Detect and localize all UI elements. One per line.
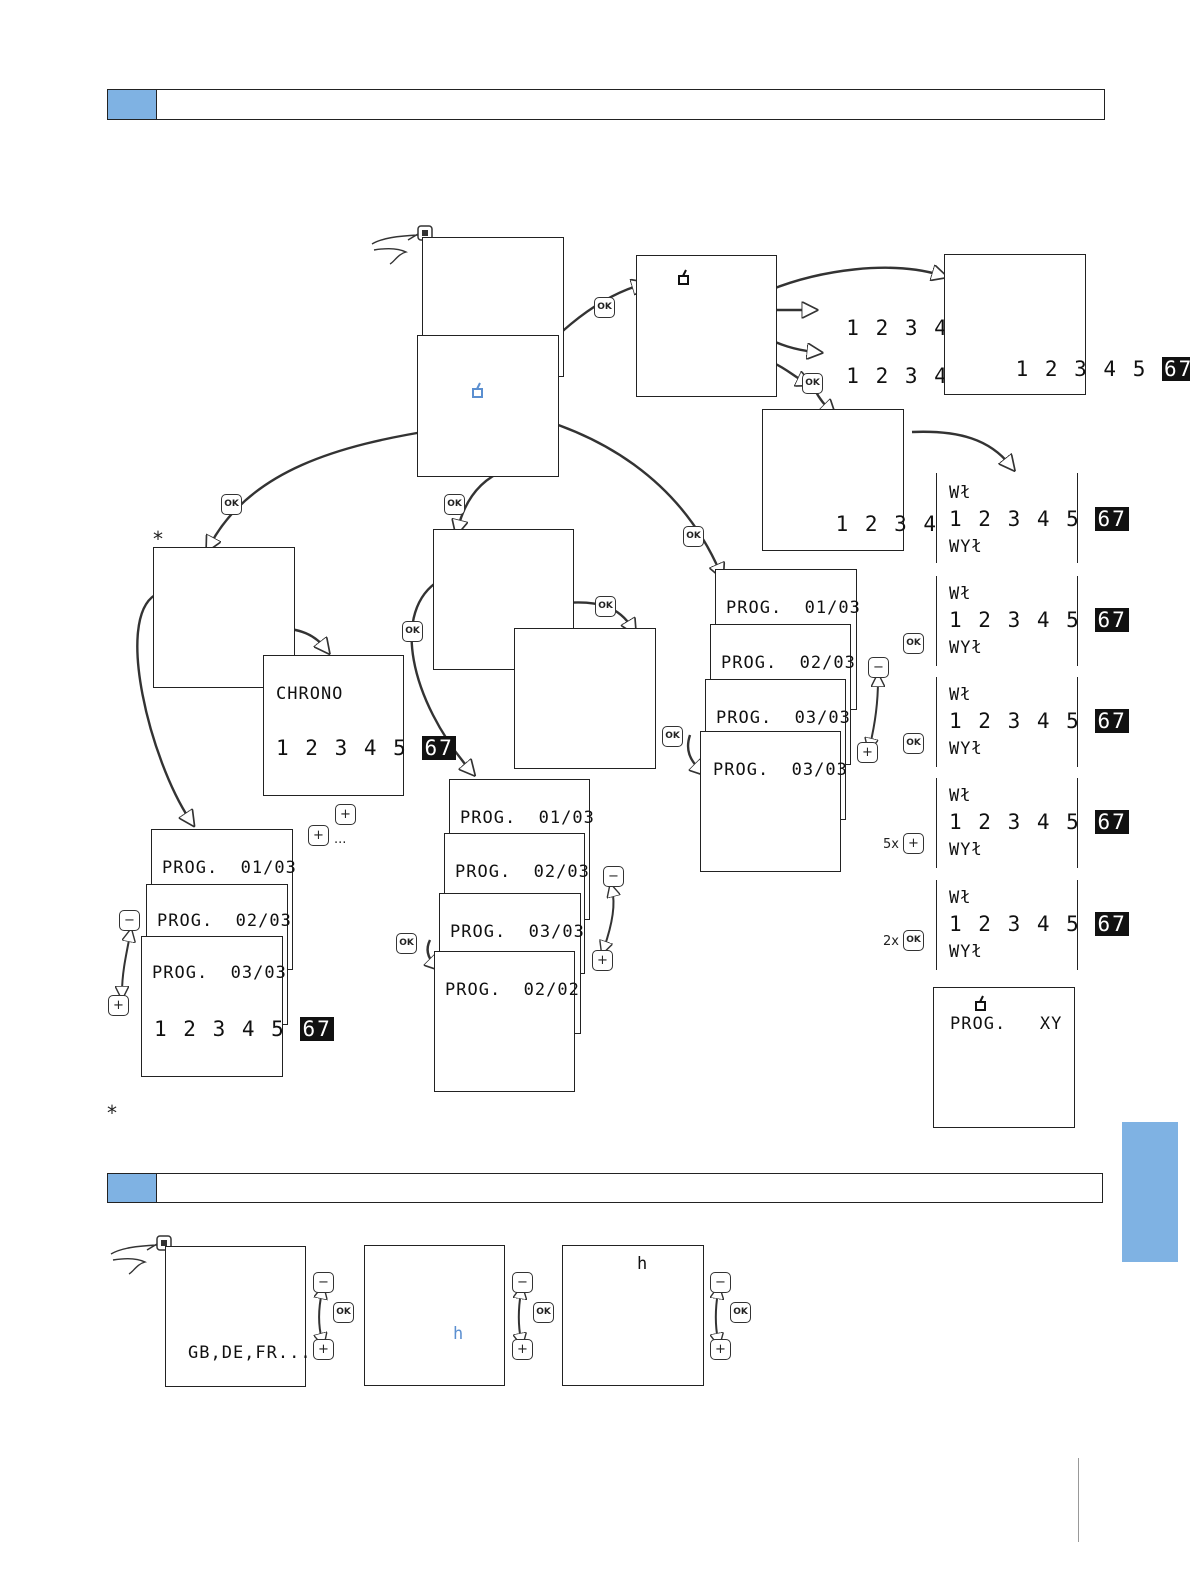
- screen-chrono: CHRONO 1 2 3 4 5 67: [263, 655, 456, 796]
- minus-button[interactable]: −: [119, 910, 140, 931]
- ok-button[interactable]: OK: [594, 297, 615, 318]
- ok-button[interactable]: OK: [730, 1302, 751, 1323]
- ok-button[interactable]: OK: [903, 733, 924, 754]
- antenna-icon: [975, 995, 986, 1011]
- plus-button[interactable]: +: [335, 804, 356, 825]
- antenna-icon: [678, 269, 689, 285]
- language-label: GB,DE,FR....: [188, 1343, 323, 1363]
- prog-label: PROG. 03/03: [152, 963, 287, 983]
- section-tab-1: [108, 90, 157, 119]
- prog-label: PROG. 01/03: [460, 808, 595, 828]
- plus-button[interactable]: +: [512, 1339, 533, 1360]
- ok-button[interactable]: OK: [683, 526, 704, 547]
- screen-prog-xy: PROG. XY: [933, 987, 1075, 1128]
- prog-label: PROG. 03/03: [716, 708, 851, 728]
- ok-button[interactable]: OK: [595, 596, 616, 617]
- off-label: WYł: [949, 638, 983, 658]
- on-label: Wł: [949, 483, 972, 503]
- plus-button[interactable]: +: [313, 1339, 334, 1360]
- screen-onoff-2: Wł 1 2 3 4 5 67 WYł: [936, 576, 1129, 666]
- prog-label: PROG. 03/03: [450, 922, 585, 942]
- on-label: Wł: [949, 584, 972, 604]
- prog-label: PROG. 02/03: [455, 862, 590, 882]
- page-margin-rule: [1078, 1458, 1079, 1542]
- ok-button[interactable]: OK: [533, 1302, 554, 1323]
- ok-button[interactable]: OK: [396, 933, 417, 954]
- prog-label: PROG. 02/02: [445, 980, 580, 1000]
- plus-button[interactable]: +: [710, 1339, 731, 1360]
- side-chapter-tab: [1122, 1122, 1178, 1262]
- screen-prog-stack-right-4: PROG. 03/03: [700, 731, 847, 872]
- prog-xy-label: PROG. XY: [950, 1014, 1063, 1034]
- plus-repeat-dots: ...: [334, 832, 347, 847]
- ok-button[interactable]: OK: [903, 930, 924, 951]
- ok-button[interactable]: OK: [903, 633, 924, 654]
- ok-button[interactable]: OK: [802, 373, 823, 394]
- days-row: 1 2 3 4 5 67: [949, 912, 1129, 936]
- hour-indicator: h: [637, 1254, 649, 1274]
- screen-main: [417, 335, 559, 477]
- minus-button[interactable]: −: [710, 1272, 731, 1293]
- plus-button[interactable]: +: [308, 825, 329, 846]
- chrono-label: CHRONO: [276, 684, 344, 704]
- screen-onoff-1: Wł 1 2 3 4 5 67 WYł: [936, 473, 1129, 563]
- minus-button[interactable]: −: [868, 657, 889, 678]
- screen-mode-middle-next: [514, 628, 656, 769]
- ok-button[interactable]: OK: [402, 621, 423, 642]
- off-label: WYł: [949, 942, 983, 962]
- screen-onoff-3: Wł 1 2 3 4 5 67 WYł: [936, 677, 1129, 767]
- prog-label: PROG. 02/03: [721, 653, 856, 673]
- off-label: WYł: [949, 739, 983, 759]
- footnote-star: *: [107, 1101, 117, 1125]
- ok-button[interactable]: OK: [662, 726, 683, 747]
- section-tab-2: [108, 1174, 157, 1202]
- days-row: 1 2 3 4 5 67: [949, 810, 1129, 834]
- prog-label: PROG. 01/03: [162, 858, 297, 878]
- minus-button[interactable]: −: [603, 866, 624, 887]
- screen-mode-select: [636, 255, 777, 397]
- screen-time-confirm: h: [562, 1245, 704, 1386]
- ok-button[interactable]: OK: [333, 1302, 354, 1323]
- off-label: WYł: [949, 537, 983, 557]
- ok-button[interactable]: OK: [444, 494, 465, 515]
- prog-label: PROG. 02/03: [157, 911, 292, 931]
- on-label: Wł: [949, 685, 972, 705]
- screen-time-set: h: [364, 1245, 505, 1386]
- ok-button[interactable]: OK: [221, 494, 242, 515]
- on-label: Wł: [949, 786, 972, 806]
- section-header-1: [107, 89, 1105, 120]
- plus-button[interactable]: +: [903, 833, 924, 854]
- days-row: 1 2 3 4 5 67: [949, 709, 1129, 733]
- footnote-star: *: [153, 527, 163, 551]
- minus-button[interactable]: −: [313, 1272, 334, 1293]
- antenna-icon: [472, 382, 483, 398]
- screen-prog-stack-left-3: PROG. 03/03 1 2 3 4 5 67: [141, 936, 334, 1077]
- plus-button[interactable]: +: [592, 950, 613, 971]
- screen-prog-stack-mid-4: PROG. 02/02: [434, 951, 579, 1092]
- screen-onoff-5: Wł 1 2 3 4 5 67 WYł: [936, 880, 1129, 970]
- press-count-5x: 5x: [883, 837, 899, 852]
- days-row: 1 2 3 4 5 67: [276, 736, 456, 760]
- screen-days-all: 1 2 3 4 5 67: [944, 254, 1190, 395]
- prog-label: PROG. 01/03: [726, 598, 861, 618]
- off-label: WYł: [949, 840, 983, 860]
- screen-days-custom: 1 2 3 4 5 67: [762, 409, 1016, 551]
- prog-label: PROG. 03/03: [713, 760, 848, 780]
- days-row: 1 2 3 4 5 67: [957, 333, 1190, 405]
- press-count-2x: 2x: [883, 934, 899, 949]
- days-row: 1 2 3 4 5 67: [949, 507, 1129, 531]
- plus-button[interactable]: +: [108, 995, 129, 1016]
- days-row: 1 2 3 4 5 67: [154, 1017, 334, 1041]
- minus-button[interactable]: −: [512, 1272, 533, 1293]
- screen-language: GB,DE,FR....: [165, 1246, 322, 1387]
- hour-indicator: h: [453, 1324, 465, 1344]
- section-header-2: [107, 1173, 1103, 1203]
- days-row: 1 2 3 4 5 67: [949, 608, 1129, 632]
- screen-onoff-4: Wł 1 2 3 4 5 67 WYł: [936, 778, 1129, 868]
- on-label: Wł: [949, 888, 972, 908]
- plus-button[interactable]: +: [857, 742, 878, 763]
